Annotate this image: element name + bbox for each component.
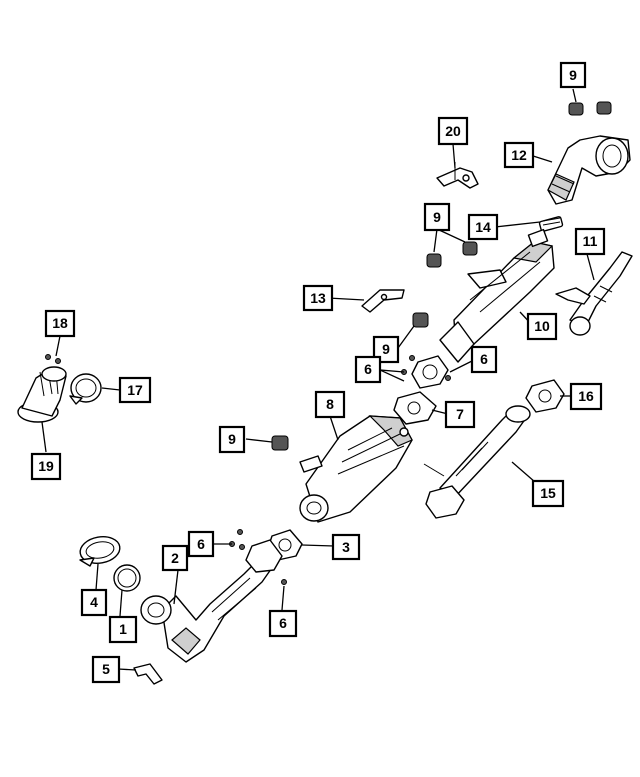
callout-8: 8 xyxy=(314,390,346,419)
svg-text:1: 1 xyxy=(119,621,127,637)
part-7-gasket xyxy=(393,391,437,425)
callout-15: 15 xyxy=(531,479,565,508)
svg-text:18: 18 xyxy=(52,315,68,331)
svg-text:15: 15 xyxy=(540,485,556,501)
part-6-nuts-upper xyxy=(401,355,451,389)
svg-text:8: 8 xyxy=(326,396,334,412)
svg-text:9: 9 xyxy=(228,431,236,447)
svg-text:10: 10 xyxy=(534,318,550,334)
callout-16: 16 xyxy=(569,382,603,411)
part-6-nuts-lower xyxy=(229,529,287,585)
svg-text:6: 6 xyxy=(364,361,372,377)
svg-text:9: 9 xyxy=(382,341,390,357)
callout-9-mid: 9 xyxy=(423,202,451,232)
part-9-isolators-mid xyxy=(426,241,478,268)
svg-text:7: 7 xyxy=(456,406,464,422)
callout-6-mid: 6 xyxy=(187,530,215,558)
callout-6-bottom: 6 xyxy=(268,609,298,638)
svg-text:19: 19 xyxy=(38,458,54,474)
part-19-outlet-adapter xyxy=(17,366,67,423)
part-20-bracket xyxy=(436,162,479,189)
part-1-seal-ring xyxy=(113,564,141,592)
callout-4: 4 xyxy=(80,588,108,617)
svg-text:6: 6 xyxy=(197,536,205,552)
callout-17: 17 xyxy=(118,376,152,404)
svg-text:4: 4 xyxy=(90,594,98,610)
svg-text:3: 3 xyxy=(342,539,350,555)
part-13-hanger-bracket xyxy=(361,289,405,313)
part-9-isolator-lower xyxy=(412,312,429,328)
callout-5: 5 xyxy=(91,655,121,684)
callout-14: 14 xyxy=(467,213,499,241)
svg-text:6: 6 xyxy=(480,351,488,367)
callout-19: 19 xyxy=(30,452,62,481)
part-17-clamp-ring xyxy=(69,373,102,405)
part-2-downpipe xyxy=(140,539,283,663)
callout-9-top: 9 xyxy=(559,61,587,89)
part-14-clamp xyxy=(538,216,564,232)
svg-text:6: 6 xyxy=(279,615,287,631)
part-5-clip xyxy=(133,663,163,685)
part-16-gasket xyxy=(525,379,565,413)
callout-3: 3 xyxy=(331,533,361,561)
svg-text:12: 12 xyxy=(511,147,527,163)
callout-6-right: 6 xyxy=(470,345,498,374)
svg-text:14: 14 xyxy=(475,219,491,235)
callout-10: 10 xyxy=(526,312,558,341)
part-8-dpf-assembly xyxy=(299,415,413,523)
leader-lines xyxy=(41,88,595,671)
callout-18: 18 xyxy=(44,309,76,338)
svg-text:11: 11 xyxy=(583,233,598,249)
callout-1: 1 xyxy=(108,615,138,644)
svg-text:5: 5 xyxy=(102,661,110,677)
part-9-isolator-left xyxy=(271,435,289,451)
svg-text:13: 13 xyxy=(310,290,326,306)
part-18-sensor-nuts xyxy=(45,354,61,364)
svg-text:16: 16 xyxy=(578,388,594,404)
callout-7: 7 xyxy=(444,400,476,429)
callout-9-left: 9 xyxy=(218,425,246,454)
svg-text:9: 9 xyxy=(569,67,577,83)
svg-text:9: 9 xyxy=(433,209,441,225)
part-4-v-band-clamp xyxy=(79,536,121,567)
part-9-isolators-top xyxy=(568,101,612,116)
svg-text:2: 2 xyxy=(171,550,179,566)
callout-2: 2 xyxy=(161,544,189,572)
svg-text:20: 20 xyxy=(445,123,461,139)
part-12-tailpipe-tip xyxy=(547,135,631,205)
callout-13: 13 xyxy=(302,284,334,312)
svg-text:17: 17 xyxy=(127,382,143,398)
callout-6-left: 6 xyxy=(354,355,382,384)
callout-12: 12 xyxy=(503,141,535,169)
part-15-intermediate-pipe xyxy=(423,405,531,519)
callout-11: 11 xyxy=(574,227,606,256)
part-10-catalytic-converter xyxy=(439,228,555,363)
part-11-exhaust-pipe xyxy=(555,251,633,336)
callout-20: 20 xyxy=(437,116,469,146)
